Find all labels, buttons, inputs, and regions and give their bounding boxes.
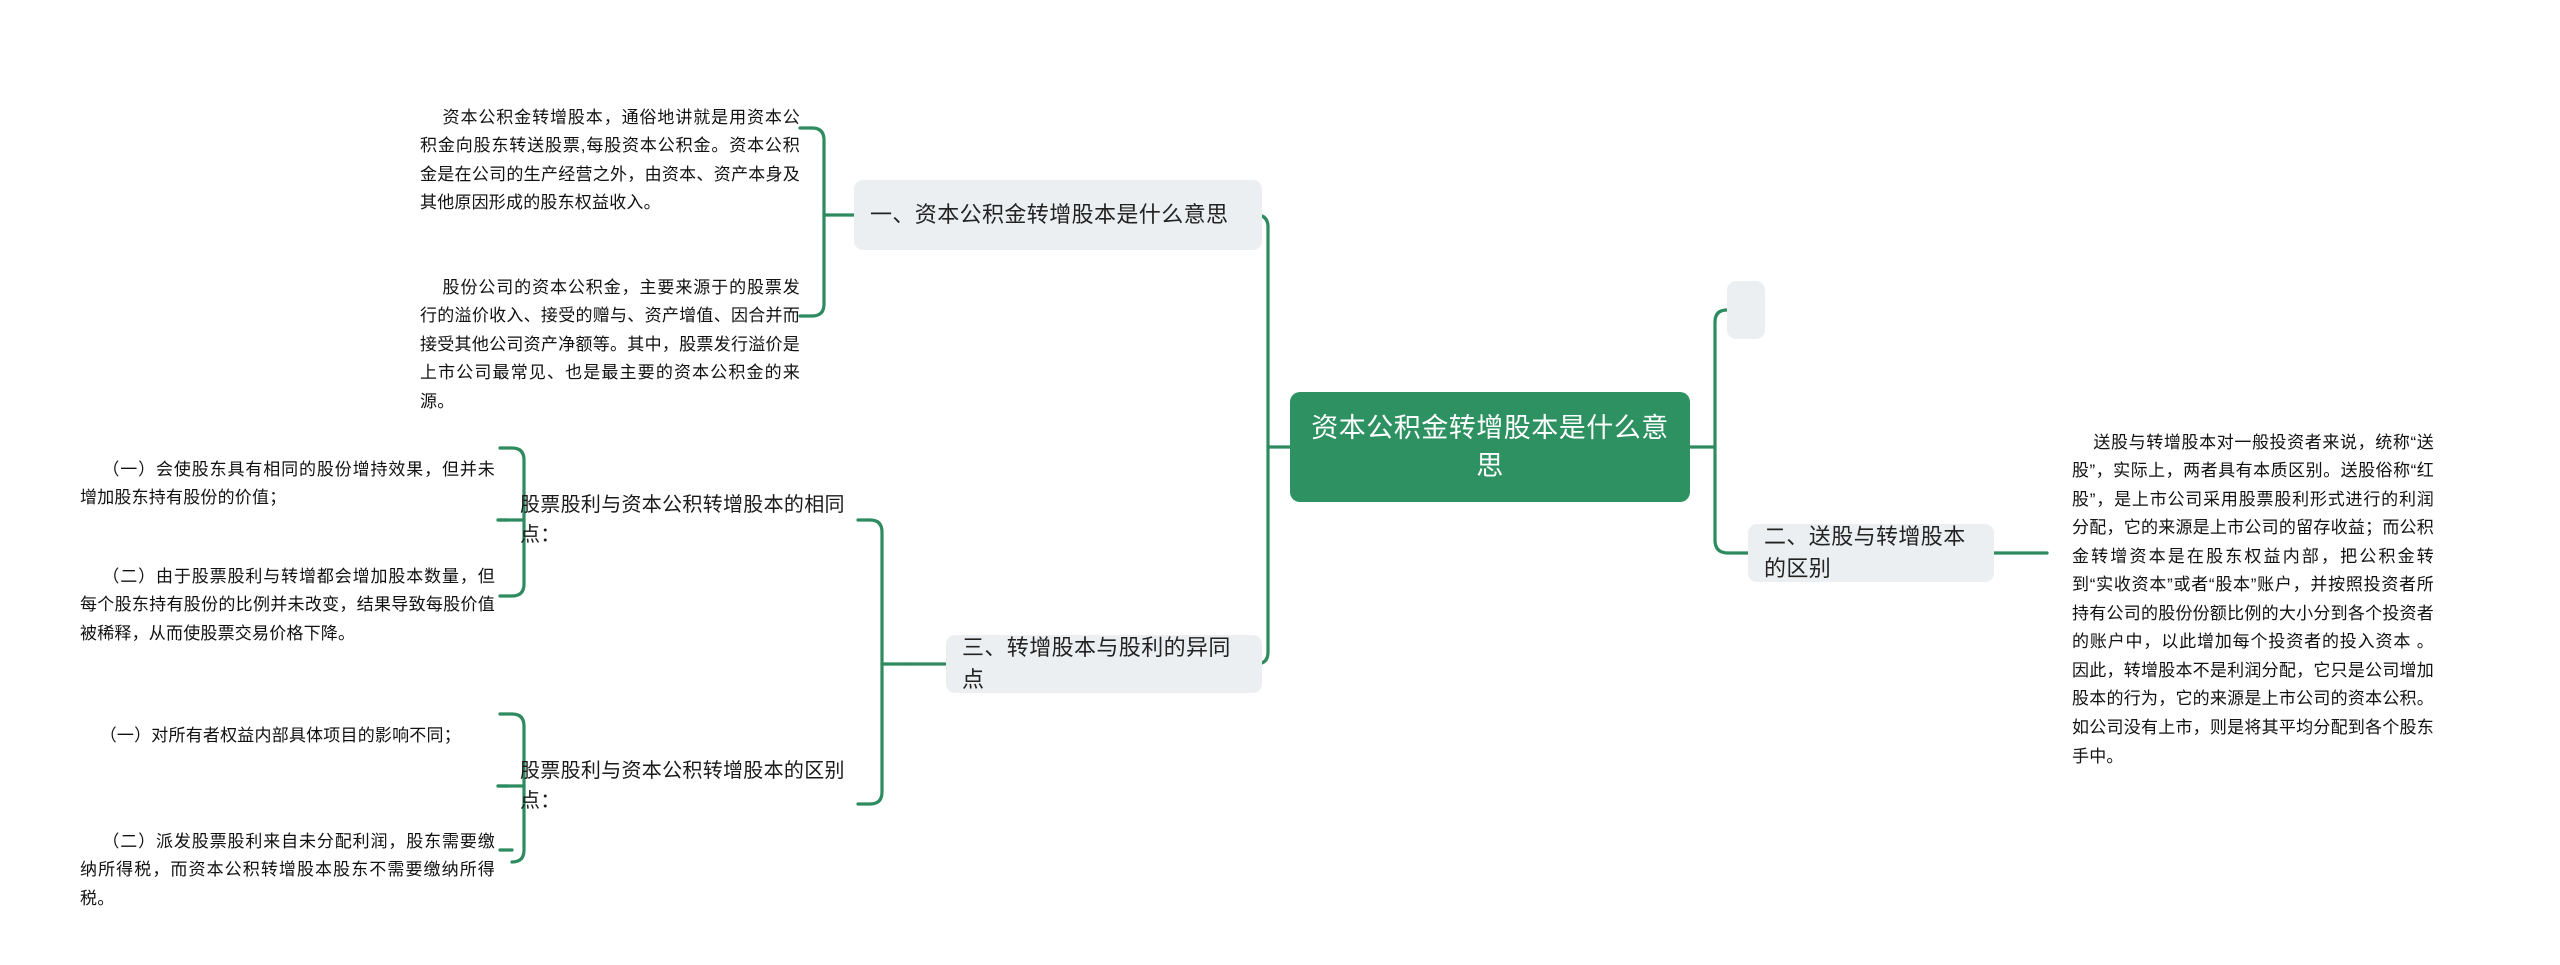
leaf-node-1-2[interactable]: 股份公司的资本公积金，主要来源于的股票发行的溢价收入、接受的赠与、资产增值、因合… [420, 245, 800, 445]
b1-bracket-top [810, 126, 826, 217]
leaf-node-3-1-2[interactable]: （二）由于股票股利与转增都会增加股本数量，但每个股东持有股份的比例并未改变，结果… [80, 535, 495, 676]
topic-node-branch-2[interactable]: 二、送股与转增股本的区别 [1748, 524, 1994, 582]
leaf-node-1-1[interactable]: 资本公积金转增股本，通俗地讲就是用资本公积金向股东转送股票,每股资本公积金。资本… [420, 75, 800, 246]
topic-label-branch-1: 一、资本公积金转增股本是什么意思 [870, 202, 1229, 228]
leaf-text-3-2-2: （二）派发股票股利来自未分配利润，股东需要缴纳所得税，而资本公积转增股本股东不需… [80, 832, 495, 908]
b1-bracket-bot [810, 213, 826, 318]
leaf-node-3-1-1[interactable]: （一）会使股东具有相同的股份增持效果，但并未增加股东持有股份的价值； [80, 428, 495, 541]
leaf-text-3-2-1: （一）对所有者权益内部具体项目的影响不同； [99, 726, 461, 746]
leaf-text-3-1-2: （二）由于股票股利与转增都会增加股本数量，但每个股东持有股份的比例并未改变，结果… [80, 567, 495, 643]
group-label-text-3-1: 股票股利与资本公积转增股本的相同点： [520, 494, 845, 546]
leaf-text-1-1: 资本公积金转增股本，通俗地讲就是用资本公积金向股东转送股票,每股资本公积金。资本… [420, 107, 800, 213]
topic-node-blank[interactable] [1727, 281, 1765, 339]
leaf-node-3-2-2[interactable]: （二）派发股票股利来自未分配利润，股东需要缴纳所得税，而资本公积转增股本股东不需… [80, 800, 495, 941]
leaf-text-2-1: 送股与转增股本对一般投资者来说，统称“送股”，实际上，两者具有本质区别。送股俗称… [2072, 432, 2434, 766]
group-label-3-2[interactable]: 股票股利与资本公积转增股本的区别点： [520, 760, 860, 812]
topic-node-branch-1[interactable]: 一、资本公积金转增股本是什么意思 [854, 180, 1262, 250]
group-label-text-3-2: 股票股利与资本公积转增股本的区别点： [520, 760, 845, 812]
right-spine [1713, 308, 1729, 324]
leaf-node-2-1[interactable]: 送股与转增股本对一般投资者来说，统称“送股”，实际上，两者具有本质区别。送股俗称… [2072, 400, 2434, 800]
group-label-3-1[interactable]: 股票股利与资本公积转增股本的相同点： [520, 494, 860, 546]
topic-label-branch-3: 三、转增股本与股利的异同点 [962, 635, 1231, 692]
leaf-text-3-1-1: （一）会使股东具有相同的股份增持效果，但并未增加股东持有股份的价值； [80, 460, 495, 508]
topic-label-branch-2: 二、送股与转增股本的区别 [1764, 524, 1966, 581]
topic-node-branch-3[interactable]: 三、转增股本与股利的异同点 [946, 635, 1262, 693]
leaf-text-1-2: 股份公司的资本公积金，主要来源于的股票发行的溢价收入、接受的赠与、资产增值、因合… [420, 277, 800, 411]
root-node[interactable]: 资本公积金转增股本是什么意思 [1290, 392, 1690, 502]
root-node-label: 资本公积金转增股本是什么意思 [1311, 412, 1669, 481]
b3-bracket-top [868, 518, 884, 666]
right-spine-to-b2 [1713, 538, 1730, 555]
leaf-node-3-2-1[interactable]: （一）对所有者权益内部具体项目的影响不同； [80, 694, 495, 779]
b3-bracket-bot [868, 662, 884, 806]
